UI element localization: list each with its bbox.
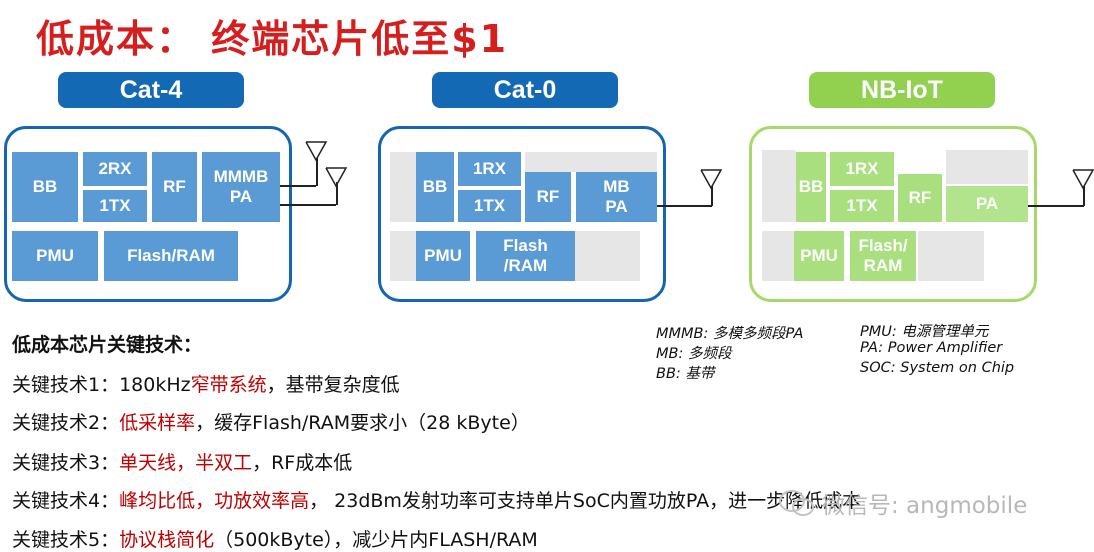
antenna-icon [1072,169,1094,190]
cat4-bb-block: BB [12,152,78,222]
tech-prefix: 关键技术4： [12,490,120,512]
cat4-rx-block: 2RX [83,152,147,186]
nbiot-pa-block: PA [946,186,1028,222]
tech-item-5: 关键技术5：协议栈简化（500kByte），减少片内FLASH/RAM [12,525,538,552]
tech-highlight: 峰均比低，功放效率高 [119,490,310,512]
tech-prefix: 关键技术1：180kHz [12,374,191,396]
cat0-rx-block: 1RX [458,152,521,186]
antenna-icon [325,167,348,188]
cat0-label: Cat-0 [432,72,618,108]
nbiot-tx-block: 1TX [830,190,894,222]
cat0-gray-bg [390,152,416,222]
tech-title: 低成本芯片关键技术： [12,334,203,356]
tech-suffix: ， 23dBm发射功率可支持单片SoC内置功放PA，进一步降低成本 [309,490,862,512]
cat4-flash-block: Flash/RAM [104,231,238,281]
cat0-gray-bg [390,231,416,281]
watermark: 微信号: angmobile [822,493,1028,519]
abbr-soc: SOC: System on Chip [860,360,1015,376]
tech-item-3: 关键技术3：单天线，半双工，RF成本低 [12,448,352,475]
cat0-pa-block: MB PA [576,172,657,222]
cat0-gray-bg [525,152,657,172]
cat4-tx-block: 1TX [83,190,147,222]
cat0-bb-block: BB [416,152,454,222]
tech-highlight: 协议栈简化 [119,529,215,551]
abbr-mmmb: MMMB: 多模多频段PA [656,326,804,342]
cat0-flash-block: Flash /RAM [476,231,575,281]
abbr-pmu: PMU: 电源管理单元 [860,324,989,340]
tech-suffix: （500kByte），减少片内FLASH/RAM [214,529,538,551]
abbr-bb: BB: 基带 [656,366,715,382]
cat4-frame [4,126,292,302]
nbiot-gray-bg [946,150,1028,184]
tech-highlight: 单天线，半双工 [119,452,253,474]
nbiot-flash-block: Flash/ RAM [850,231,916,281]
tech-highlight: 低采样率 [119,412,196,434]
cat4-line-lower [280,204,336,206]
cat0-frame [378,126,666,302]
nbiot-pmu-block: PMU [794,231,844,281]
antenna-icon [305,141,328,162]
antenna-icon [700,169,723,190]
cat0-line [657,205,712,207]
wechat-icon [779,490,814,516]
tech-item-1: 关键技术1：180kHz窄带系统，基带复杂度低 [12,370,400,397]
tech-prefix: 关键技术2： [12,412,120,434]
cat4-label: Cat-4 [58,72,244,108]
nbiot-gray-bg [762,231,794,281]
page-title: 低成本： 终端芯片低至$1 [36,17,509,61]
cat4-rf-block: RF [152,152,197,222]
nbiot-label: NB-IoT [809,72,995,108]
tech-item-4: 关键技术4：峰均比低，功放效率高， 23dBm发射功率可支持单片SoC内置功放P… [12,486,861,513]
tech-suffix: ，RF成本低 [252,452,353,474]
cat4-line-lower-v [336,182,338,205]
tech-prefix: 关键技术3： [12,452,120,474]
cat0-gray-bg [575,231,640,281]
cat4-pmu-block: PMU [12,231,98,281]
cat4-line-upper-v [316,158,318,186]
nbiot-line-v [1083,186,1085,206]
nbiot-gray-bg [918,231,984,281]
tech-item-2: 关键技术2：低采样率，缓存Flash/RAM要求小（28 kByte） [12,408,530,435]
cat0-rf-block: RF [525,172,571,222]
nbiot-gray-bg [762,150,796,222]
cat0-tx-block: 1TX [458,190,521,222]
nbiot-bb-block: BB [796,152,826,222]
tech-suffix: ，缓存Flash/RAM要求小（28 kByte） [195,412,530,434]
nbiot-frame [749,126,1037,302]
tech-prefix: 关键技术5： [12,529,120,551]
abbr-mb: MB: 多频段 [656,346,732,362]
cat4-line-upper [280,185,316,187]
cat4-pa-block: MMMB PA [202,152,280,222]
cat0-line-v [711,186,713,206]
nbiot-line [1028,205,1084,207]
nbiot-rx-block: 1RX [830,152,894,186]
tech-suffix: ，基带复杂度低 [266,374,400,396]
nbiot-rf-block: RF [898,174,942,222]
cat0-pmu-block: PMU [416,231,470,281]
abbr-pa: PA: Power Amplifier [860,340,1003,356]
tech-highlight: 窄带系统 [190,374,267,396]
